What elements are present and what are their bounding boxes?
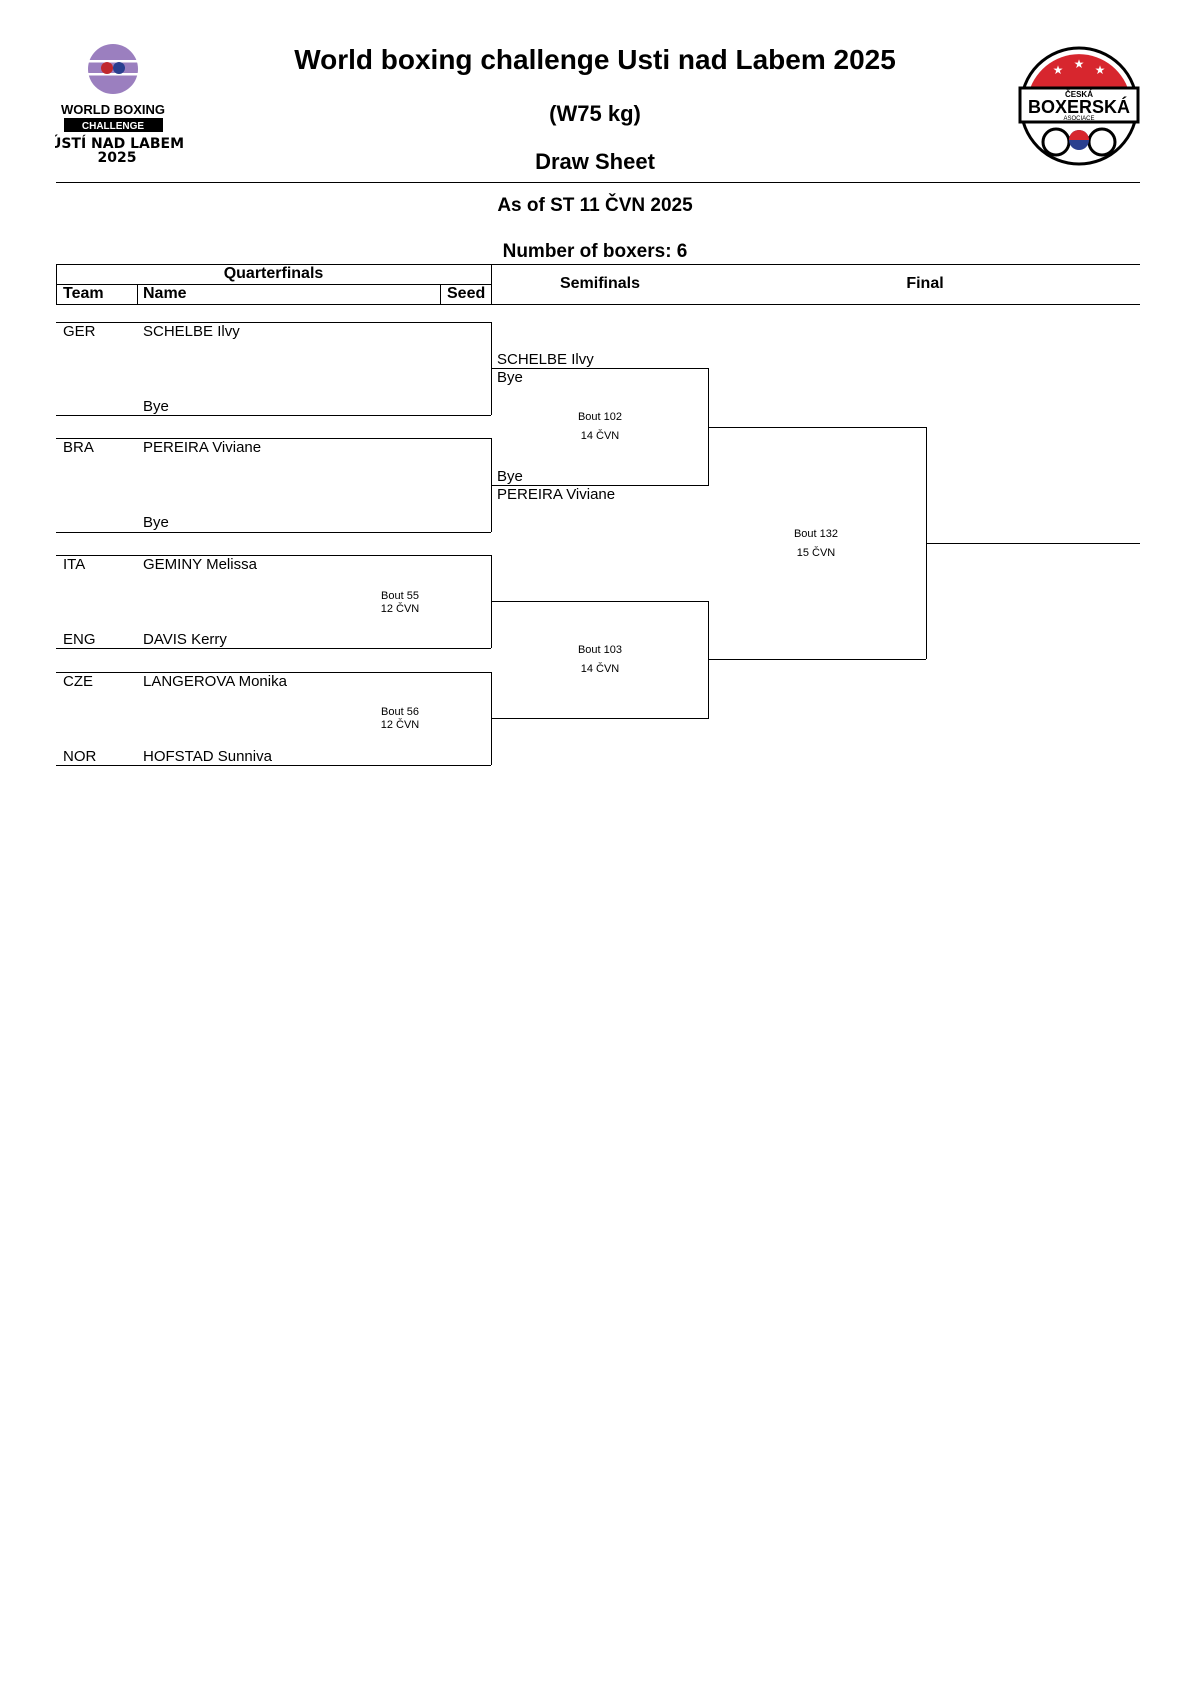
qf2-team: BRA bbox=[63, 439, 94, 456]
qf3-team: ITA bbox=[63, 556, 86, 573]
col-semifinals: Semifinals bbox=[559, 275, 641, 292]
qf3-top-line bbox=[56, 555, 491, 556]
sf1-bracket bbox=[708, 368, 709, 485]
logo-right-top: ČESKÁ bbox=[1065, 90, 1093, 99]
qf3-opp-team: ENG bbox=[63, 631, 96, 648]
boxer-count: Number of boxers: 6 bbox=[502, 241, 688, 262]
logo-text-line4: 2025 bbox=[98, 150, 137, 166]
sf1-bout-number: Bout 102 bbox=[577, 411, 623, 423]
col-final: Final bbox=[906, 275, 944, 292]
sheet-title: Draw Sheet bbox=[535, 149, 655, 174]
svg-text:★: ★ bbox=[1053, 63, 1064, 77]
final-bottom-line bbox=[708, 659, 926, 660]
qf4-boxer: LANGEROVA Monika bbox=[143, 673, 287, 690]
ceska-boxerska-asociace-logo: ★ ★ ★ ČESKÁ BOXERSKÁ ASOCIACE bbox=[1018, 46, 1140, 166]
sf2-top-line bbox=[491, 601, 709, 602]
qf1-team: GER bbox=[63, 323, 96, 340]
qf1-opponent: Bye bbox=[143, 398, 169, 415]
header-left-border bbox=[56, 264, 57, 304]
qf2-top-line bbox=[56, 438, 491, 439]
qf3-boxer: GEMINY Melissa bbox=[143, 556, 257, 573]
header-qf-right-border bbox=[491, 264, 492, 304]
logo-text-line3: ÚSTÍ NAD LABEM bbox=[55, 134, 184, 152]
sf2-bout-date: 14 ČVN bbox=[580, 663, 620, 675]
event-title: World boxing challenge Usti nad Labem 20… bbox=[294, 44, 896, 75]
as-of-date: As of ST 11 ČVN 2025 bbox=[497, 195, 693, 216]
header-team-divider bbox=[137, 284, 138, 304]
final-bout-number: Bout 132 bbox=[793, 528, 839, 540]
qf4-opponent: HOFSTAD Sunniva bbox=[143, 748, 272, 765]
header-divider bbox=[56, 182, 1140, 183]
col-team: Team bbox=[63, 285, 104, 302]
sf1-bottom-line bbox=[491, 485, 709, 486]
logo-right-main: BOXERSKÁ bbox=[1028, 96, 1130, 117]
sf1-top-boxer: SCHELBE Ilvy bbox=[497, 351, 594, 368]
qf4-team: CZE bbox=[63, 673, 93, 690]
svg-text:★: ★ bbox=[1074, 57, 1085, 71]
qf4-bout-number: Bout 56 bbox=[381, 706, 419, 718]
qf4-bout-date: 12 ČVN bbox=[380, 719, 420, 731]
logo-text-line2: CHALLENGE bbox=[82, 121, 145, 132]
svg-text:★: ★ bbox=[1095, 63, 1106, 77]
sf1-bottom-boxer: PEREIRA Viviane bbox=[497, 486, 616, 503]
logo-right-bottom: ASOCIACE bbox=[1063, 116, 1094, 122]
header-mid-line bbox=[56, 284, 491, 285]
sf1-bout-date: 14 ČVN bbox=[580, 430, 620, 442]
header-bottom-line bbox=[56, 304, 1140, 305]
header-seed-divider bbox=[440, 284, 441, 304]
qf2-boxer: PEREIRA Viviane bbox=[143, 439, 262, 456]
final-top-line bbox=[708, 427, 926, 428]
sf1-top-line bbox=[491, 368, 709, 369]
qf4-opp-team: NOR bbox=[63, 748, 97, 765]
sf1-bottom-sub: Bye bbox=[497, 468, 523, 485]
qf3-bout-date: 12 ČVN bbox=[380, 603, 420, 615]
col-name: Name bbox=[143, 285, 187, 302]
col-quarterfinals: Quarterfinals bbox=[223, 265, 324, 282]
qf1-bottom-line bbox=[56, 415, 491, 416]
sf1-top-sub: Bye bbox=[497, 369, 523, 386]
qf1-top-line bbox=[56, 322, 491, 323]
col-seed: Seed bbox=[447, 285, 486, 302]
qf4-bottom-line bbox=[56, 765, 491, 766]
qf2-opponent: Bye bbox=[143, 514, 169, 531]
qf2-bottom-line bbox=[56, 532, 491, 533]
logo-text-line1: WORLD BOXING bbox=[61, 102, 165, 117]
qf3-opponent: DAVIS Kerry bbox=[143, 631, 227, 648]
final-bout-date: 15 ČVN bbox=[796, 547, 836, 559]
winner-line bbox=[926, 543, 1140, 544]
qf3-bottom-line bbox=[56, 648, 491, 649]
header-top-line bbox=[56, 264, 1140, 265]
qf4-top-line bbox=[56, 672, 491, 673]
qf3-bout-number: Bout 55 bbox=[381, 590, 419, 602]
qf1-boxer: SCHELBE Ilvy bbox=[143, 323, 240, 340]
sf2-bottom-line bbox=[491, 718, 709, 719]
sf2-bout-number: Bout 103 bbox=[577, 644, 623, 656]
weight-class: (W75 kg) bbox=[549, 101, 641, 126]
world-boxing-challenge-logo: WORLD BOXING CHALLENGE ÚSTÍ NAD LABEM 20… bbox=[55, 44, 184, 166]
